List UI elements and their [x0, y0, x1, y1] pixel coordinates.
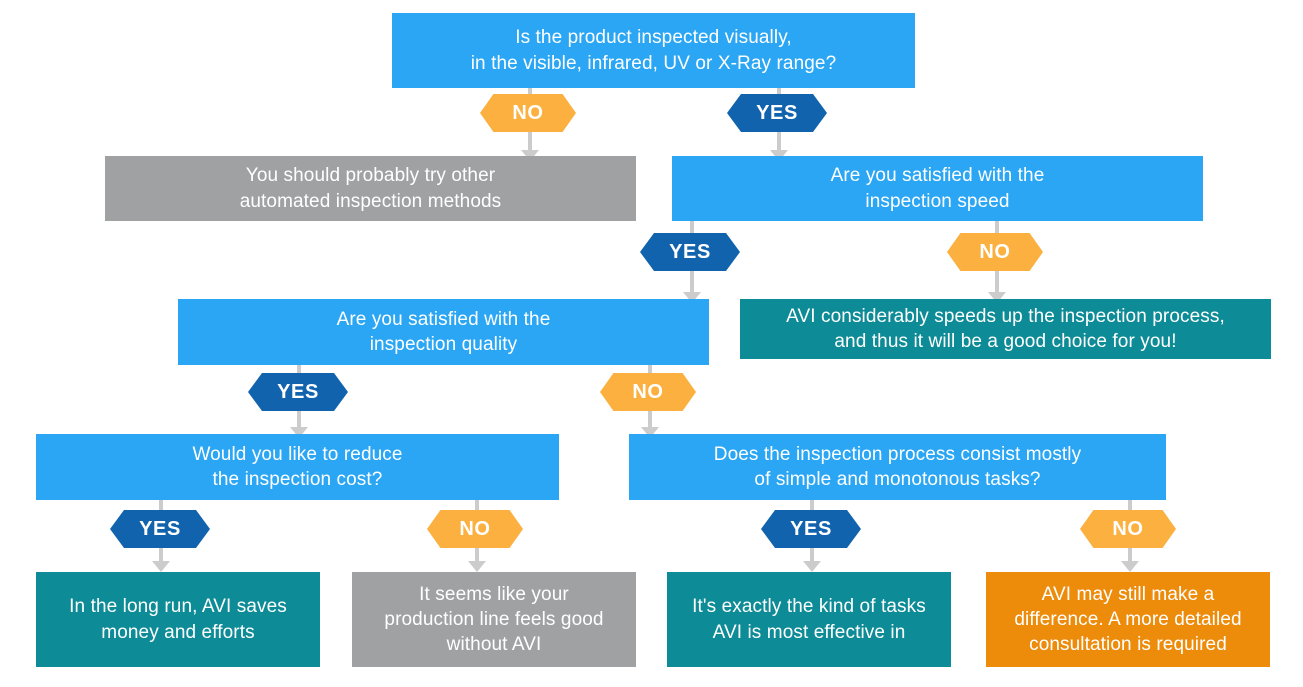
node-q3-inspection-quality[interactable]: Are you satisfied with the inspection qu… [178, 299, 709, 365]
connector-q1-yes-bottom [777, 132, 781, 155]
badge-q2-no[interactable]: NO [947, 233, 1043, 271]
connector-q2-no-top [995, 221, 999, 238]
arrowhead-q1-yes [770, 150, 788, 161]
node-q5-monotonous-tasks[interactable]: Does the inspection process consist most… [629, 434, 1166, 500]
node-r5-most-effective[interactable]: It's exactly the kind of tasks AVI is mo… [667, 572, 951, 667]
connector-q4-no-top [475, 500, 479, 512]
connector-q4-yes-top [159, 500, 163, 512]
connector-q3-yes-top [297, 365, 301, 377]
badge-q3-yes[interactable]: YES [248, 373, 348, 411]
badge-q4-no[interactable]: NO [427, 510, 523, 548]
node-r1-other-methods[interactable]: You should probably try other automated … [105, 156, 636, 221]
connector-q5-no-bottom [1128, 548, 1132, 564]
arrowhead-q2-yes [683, 292, 701, 303]
badge-q1-no[interactable]: NO [480, 94, 576, 132]
node-r2-avi-speeds-up[interactable]: AVI considerably speeds up the inspectio… [740, 299, 1271, 359]
badge-q4-yes[interactable]: YES [110, 510, 210, 548]
arrowhead-q4-yes [152, 561, 170, 572]
node-q1-visual-inspection[interactable]: Is the product inspected visually, in th… [392, 13, 915, 88]
arrowhead-q5-no [1121, 561, 1139, 572]
connector-q2-no-bottom [995, 271, 999, 299]
badge-q3-no[interactable]: NO [600, 373, 696, 411]
connector-q4-yes-bottom [159, 548, 163, 564]
connector-q5-yes-top [810, 500, 814, 512]
arrowhead-q3-yes [290, 427, 308, 438]
connector-q3-no-bottom [648, 411, 652, 433]
connector-q4-no-bottom [475, 548, 479, 564]
connector-q1-no-bottom [528, 132, 532, 155]
node-r4-good-without-avi[interactable]: It seems like your production line feels… [352, 572, 636, 667]
connector-q3-no-top [648, 365, 652, 377]
connector-q5-no-top [1128, 500, 1132, 512]
arrowhead-q2-no [988, 292, 1006, 303]
connector-q2-yes-bottom [690, 271, 694, 299]
badge-q5-yes[interactable]: YES [761, 510, 861, 548]
node-r3-saves-money[interactable]: In the long run, AVI saves money and eff… [36, 572, 320, 667]
arrowhead-q3-no [641, 427, 659, 438]
badge-q2-yes[interactable]: YES [640, 233, 740, 271]
arrowhead-q5-yes [803, 561, 821, 572]
arrowhead-q1-no [521, 150, 539, 161]
connector-q3-yes-bottom [297, 411, 301, 433]
node-q2-inspection-speed[interactable]: Are you satisfied with the inspection sp… [672, 156, 1203, 221]
node-q4-reduce-cost[interactable]: Would you like to reduce the inspection … [36, 434, 559, 500]
badge-q5-no[interactable]: NO [1080, 510, 1176, 548]
node-r6-more-consultation[interactable]: AVI may still make a difference. A more … [986, 572, 1270, 667]
connector-q2-yes-top [690, 221, 694, 238]
badge-q1-yes[interactable]: YES [727, 94, 827, 132]
connector-q5-yes-bottom [810, 548, 814, 564]
arrowhead-q4-no [468, 561, 486, 572]
